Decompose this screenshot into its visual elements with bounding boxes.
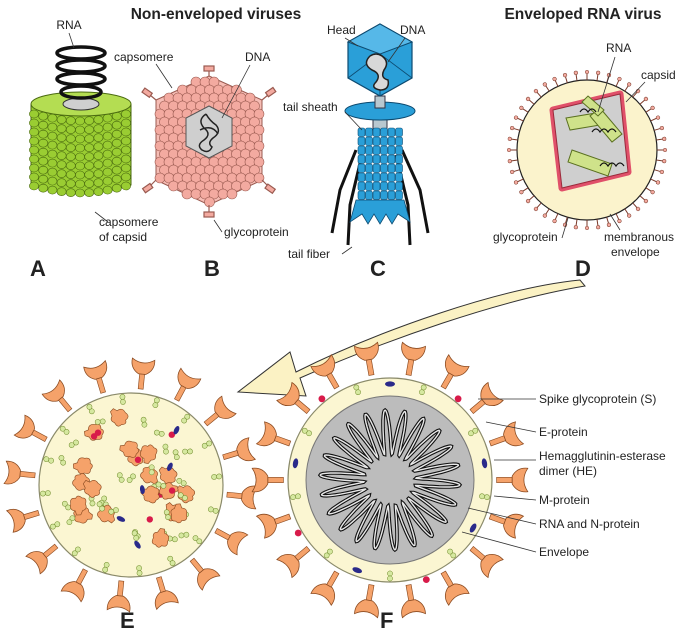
label-a-rna: RNA: [56, 18, 81, 32]
surface-proteins: [57, 404, 199, 550]
label-c-dna: DNA: [400, 23, 425, 37]
panel-label-e: E: [120, 608, 135, 633]
label-c-tail-sheath: tail sheath: [283, 100, 338, 114]
legend-mprotein: M-protein: [539, 493, 590, 507]
label-a-capsid: of capsid: [99, 230, 147, 244]
virus-f-cross-section: [251, 341, 529, 619]
label-b-capsomere: capsomere: [114, 50, 174, 64]
spike-rim: [251, 341, 529, 619]
label-d-envelope: envelope: [611, 245, 660, 259]
label-b-dna: DNA: [245, 50, 270, 64]
panel-label-f: F: [380, 608, 393, 633]
panel-label-c: C: [370, 256, 386, 281]
glycoprotein-spikes: [141, 65, 277, 218]
legend-envelope: Envelope: [539, 545, 589, 559]
rna-segments: [565, 95, 623, 177]
legend-f: Spike glycoprotein (S) E-protein Hemaggl…: [461, 392, 666, 559]
legend-rna-n: RNA and N-protein: [539, 517, 640, 531]
label-a-capsomere: capsomere: [99, 215, 159, 229]
legend-eprotein: E-protein: [539, 425, 588, 439]
label-d-glycoprotein: glycoprotein: [493, 230, 558, 244]
rna-helix: [55, 45, 107, 100]
panel-label-d: D: [575, 256, 591, 281]
panel-label-b: B: [204, 256, 220, 281]
arrow-d-to-e: [236, 279, 586, 397]
tail-sheath: [357, 127, 403, 200]
legend-he-2: dimer (HE): [539, 464, 597, 478]
legend-spike: Spike glycoprotein (S): [539, 392, 656, 406]
label-d-capsid: capsid: [641, 68, 676, 82]
label-d-rna: RNA: [606, 41, 631, 55]
panel-label-a: A: [30, 256, 46, 281]
label-c-tail-fiber: tail fiber: [288, 247, 330, 261]
label-d-membranous: membranous: [604, 230, 674, 244]
label-c-head: Head: [327, 23, 356, 37]
capsomere-rows: [29, 109, 131, 198]
virus-e-coronavirus: [3, 357, 259, 613]
title-enveloped: Enveloped RNA virus: [504, 6, 661, 23]
legend-he-1: Hemagglutinin-esterase: [539, 449, 666, 463]
title-non-enveloped: Non-enveloped viruses: [131, 6, 302, 23]
virus-b-icosahedral: [141, 65, 277, 218]
label-b-glycoprotein: glycoprotein: [224, 225, 289, 239]
virus-c-bacteriophage: [330, 23, 430, 246]
virus-a-helical: [29, 45, 132, 198]
virus-d-enveloped: [506, 69, 668, 231]
